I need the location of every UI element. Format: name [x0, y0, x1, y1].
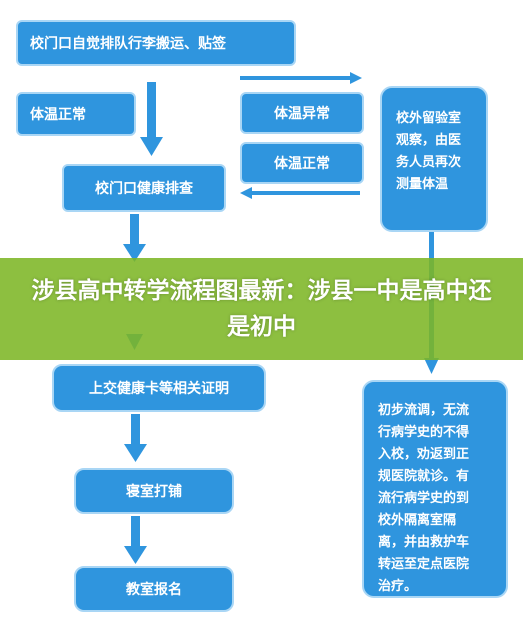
observe-box: 校外留验室 观察，由医 务人员再次 测量体温 — [380, 86, 488, 232]
step-check-box: 校门口健康排查 — [62, 164, 226, 212]
temp-normal-left-label: 体温正常 — [30, 107, 86, 123]
temp-normal-right-label: 体温正常 — [274, 156, 330, 172]
temp-normal-right-box: 体温正常 — [240, 142, 364, 184]
banner-title: 涉县高中转学流程图最新：涉县一中是高中还是初中 — [31, 278, 492, 340]
arrow-down-1 — [140, 82, 163, 156]
step-submit-label: 上交健康卡等相关证明 — [89, 381, 229, 397]
screen-box: 初步流调，无流 行病学史的不得 入校，劝返到正 规医院就诊。有 流行病学史的到 … — [362, 380, 508, 598]
step-submit-box: 上交健康卡等相关证明 — [52, 364, 266, 412]
arrow-down-3 — [124, 414, 147, 462]
title-banner: 涉县高中转学流程图最新：涉县一中是高中还是初中 — [0, 258, 523, 360]
step-class-label: 教室报名 — [126, 582, 182, 598]
step-dorm-box: 寝室打铺 — [74, 468, 234, 514]
temp-normal-left-box: 体温正常 — [16, 92, 136, 136]
arrow-down-2 — [123, 214, 146, 262]
step-queue-label: 校门口自觉排队行李搬运、贴签 — [30, 36, 226, 52]
arrow-left-normal — [240, 187, 360, 199]
arrow-right-abnormal — [240, 72, 362, 84]
step-class-box: 教室报名 — [74, 566, 234, 612]
step-check-label: 校门口健康排查 — [95, 181, 193, 197]
observe-text: 校外留验室 观察，由医 务人员再次 测量体温 — [396, 111, 462, 192]
temp-abnormal-label: 体温异常 — [274, 106, 330, 122]
temp-abnormal-box: 体温异常 — [240, 92, 364, 134]
arrow-down-4 — [124, 516, 147, 564]
step-dorm-label: 寝室打铺 — [126, 484, 182, 500]
step-queue-box: 校门口自觉排队行李搬运、贴签 — [16, 20, 296, 66]
screen-text: 初步流调，无流 行病学史的不得 入校，劝返到正 规医院就诊。有 流行病学史的到 … — [378, 403, 470, 594]
